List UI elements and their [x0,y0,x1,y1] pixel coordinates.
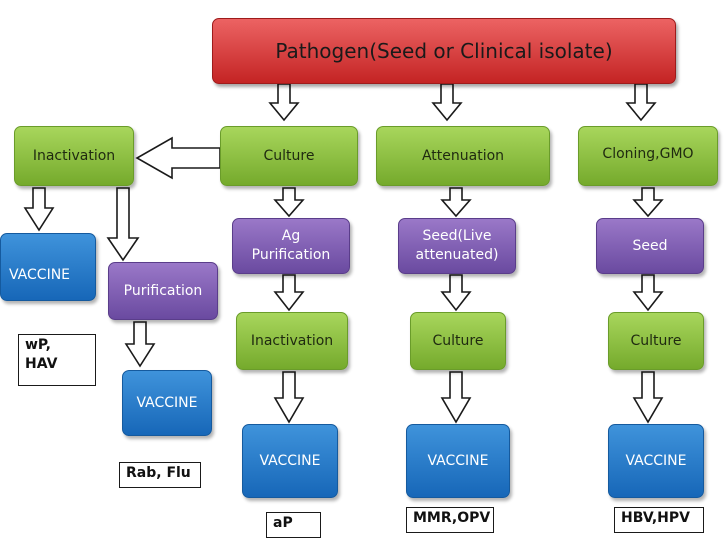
node-purification: Purification [108,262,218,320]
arrow-cloning-to-seed [632,187,664,218]
label-mmr-opv: MMR,OPV [406,507,494,533]
arrow-purification-to-vaccine [124,321,156,368]
node-ag-purification: Ag Purification [232,218,350,274]
arrow-inactivation-to-vaccine [23,187,55,232]
arrow-culture-to-inactivation [135,136,221,180]
label-hbv-hpv: HBV,HPV [614,507,704,533]
label-ap: aP [266,512,321,538]
arrow-culture-to-ag-purification [273,187,305,218]
node-culture-top: Culture [220,126,358,186]
arrow-pathogen-to-cloning [625,83,657,122]
node-vaccine-left: VACCINE [0,233,96,301]
node-pathogen: Pathogen(Seed or Clinical isolate) [212,18,676,84]
node-seed: Seed [596,218,704,274]
label-wp-hav: wP, HAV [18,334,96,386]
node-vaccine-mmr: VACCINE [406,424,510,498]
node-vaccine-purification: VACCINE [122,370,212,436]
node-culture-right: Culture [608,312,704,370]
arrow-attenuation-to-seed-live [440,187,472,218]
arrow-pathogen-to-culture [268,83,300,122]
arrow-culture-to-vaccine-mmr [440,371,472,424]
arrow-inactivation-to-vaccine-ap [273,371,305,424]
arrow-ag-purification-to-inactivation [273,274,305,312]
node-inactivation-top: Inactivation [14,126,134,186]
node-vaccine-ap: VACCINE [242,424,338,498]
node-culture-mid: Culture [410,312,506,370]
arrow-culture-to-vaccine-hbv [632,371,664,424]
node-attenuation: Attenuation [376,126,550,186]
node-vaccine-hbv: VACCINE [608,424,704,498]
arrow-seed-live-to-culture [440,274,472,312]
node-seed-live-attenuated: Seed(Live attenuated) [398,218,516,274]
arrow-inactivation-to-purification [106,187,140,262]
node-cloning-gmo: Cloning,GMO [578,126,718,186]
node-inactivation-mid: Inactivation [236,312,348,370]
arrow-pathogen-to-attenuation [431,83,463,122]
arrow-seed-to-culture [632,274,664,312]
label-rab-flu: Rab, Flu [119,462,201,488]
